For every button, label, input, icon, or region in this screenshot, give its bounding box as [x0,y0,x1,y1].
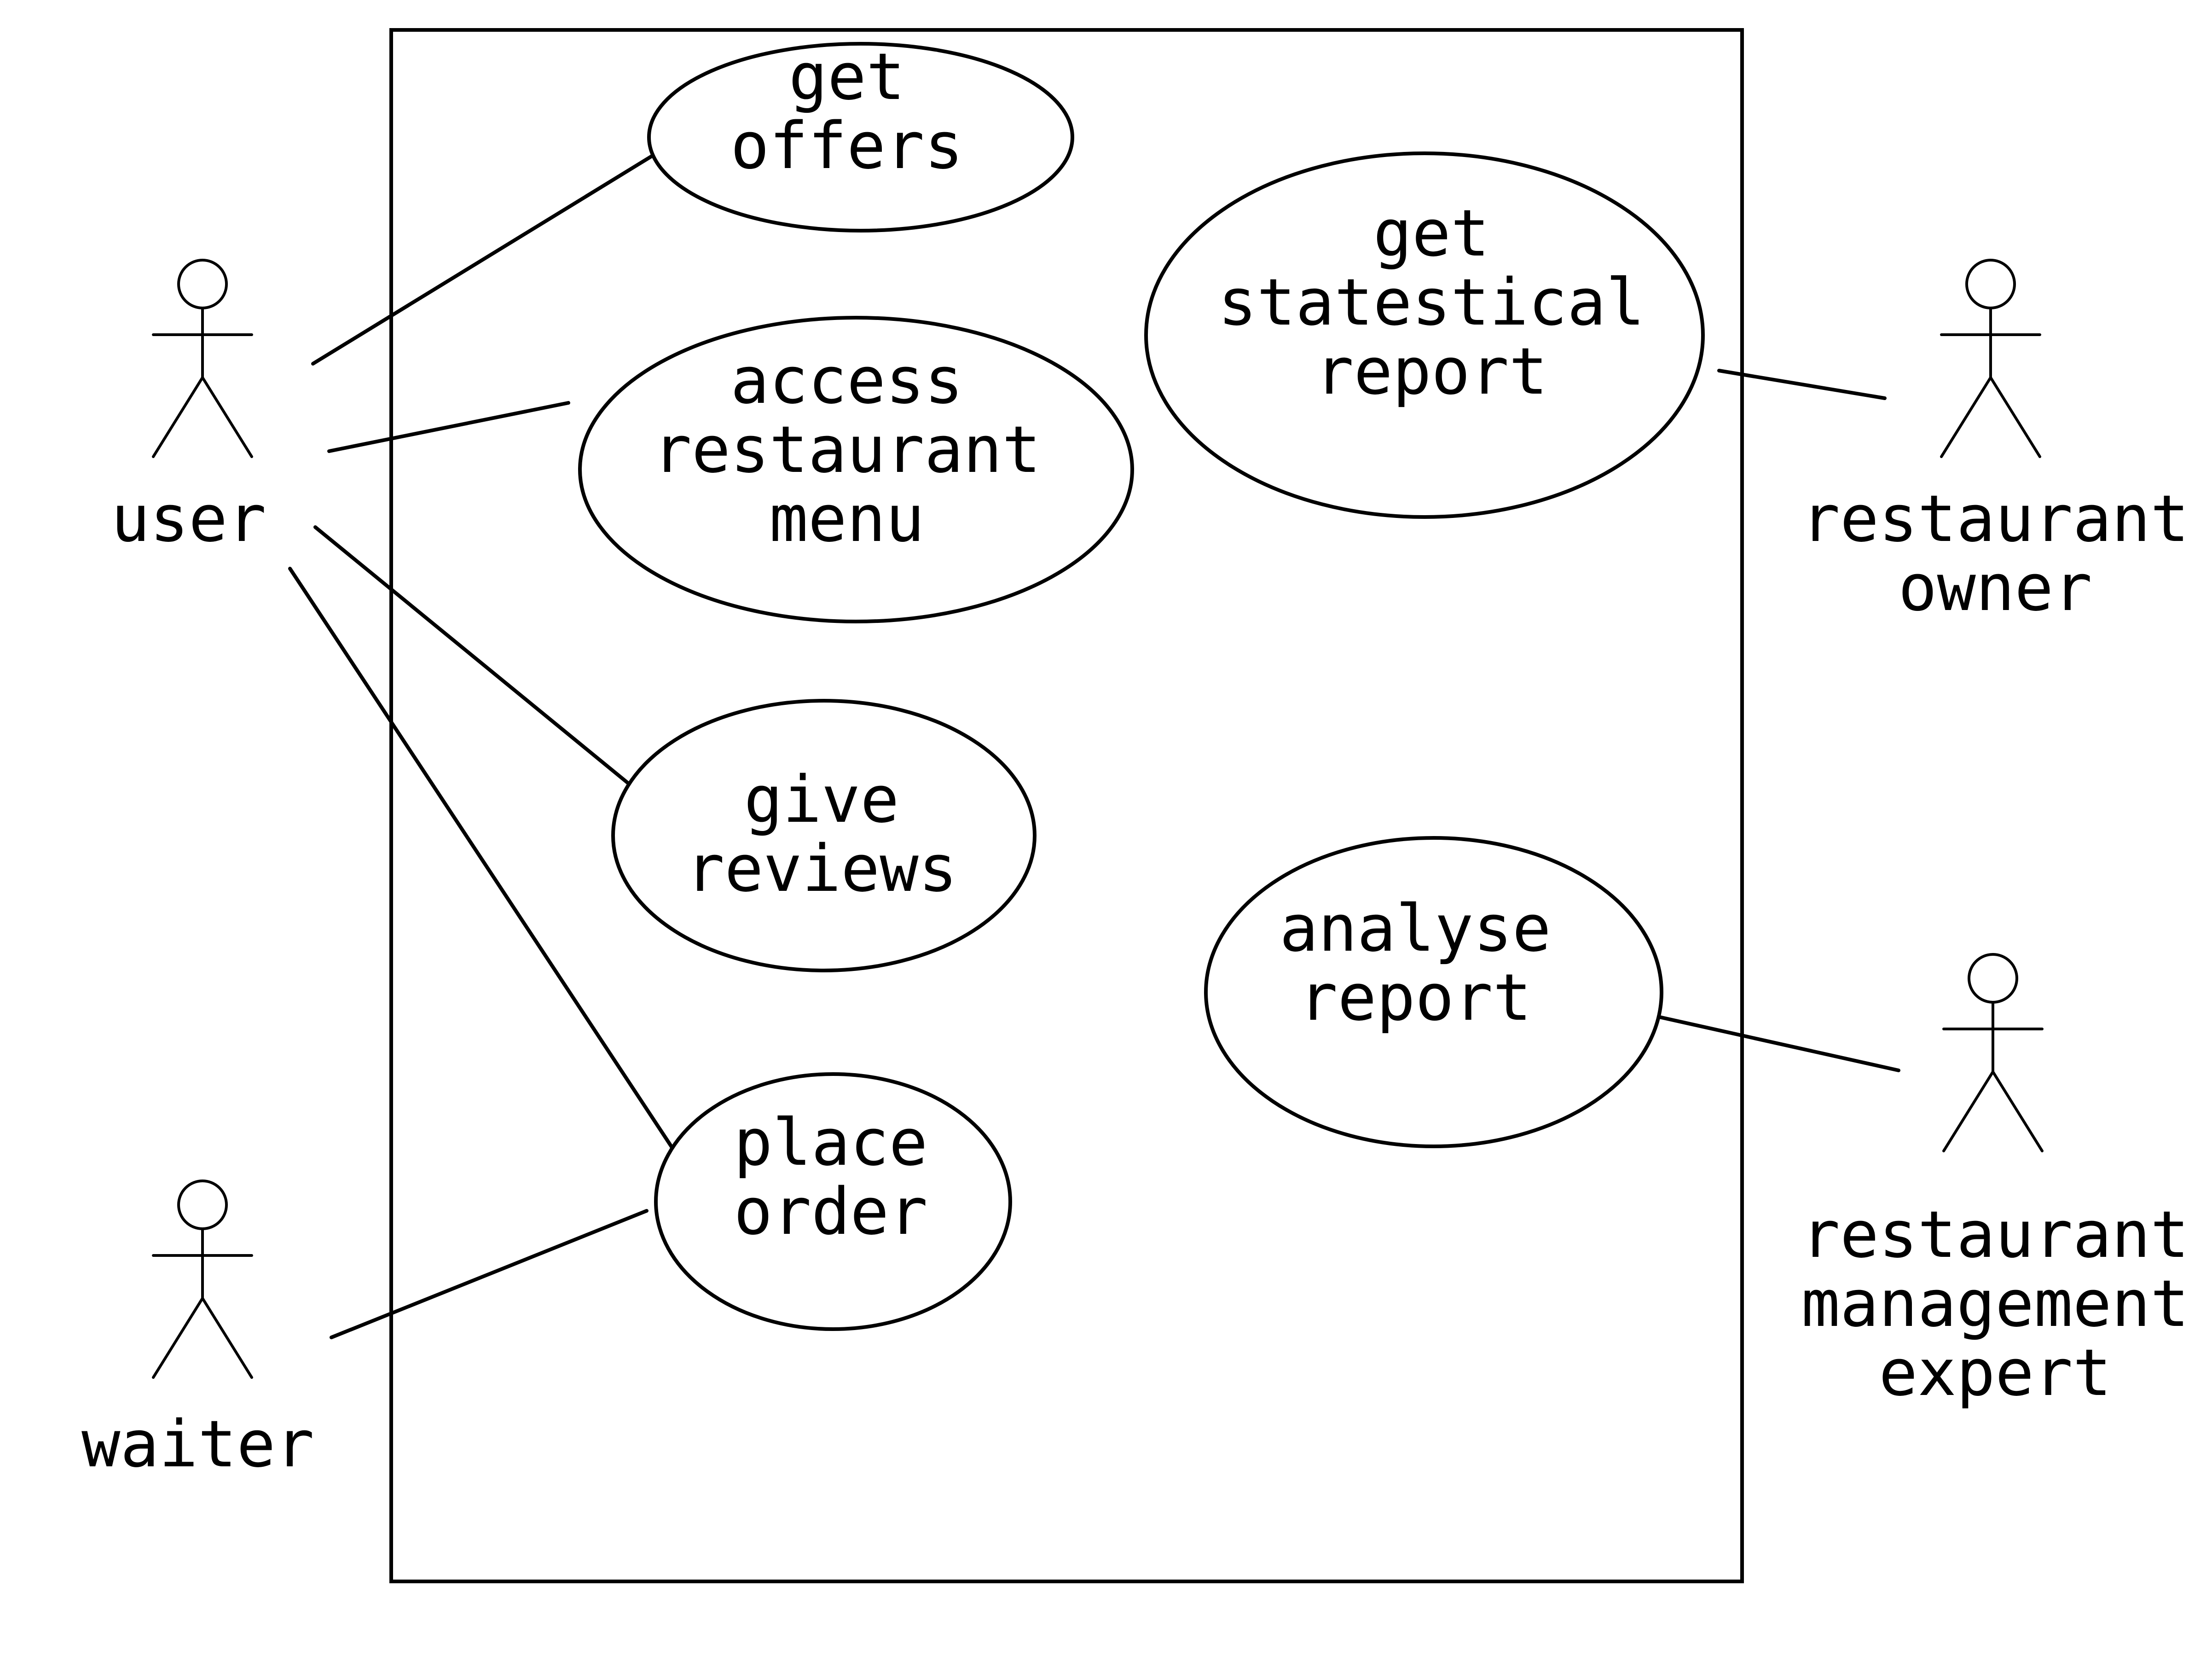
use-case-ellipse [578,316,1134,623]
use-case-place-order: place order [654,1072,1012,1331]
actor-label: restaurant [1801,1197,2189,1273]
use-case-label: restaurant [653,413,1041,488]
use-case-label: give [744,762,899,837]
use-case-label: menu [769,482,924,557]
association-user-get-offers [311,136,683,366]
use-case-label: offers [730,109,963,184]
actor-label: user [111,482,266,557]
actor-restaurant-management-expert: restaurant management expert [1801,953,2189,1411]
use-case-ellipse [1204,836,1663,1148]
system-boundary [389,28,1744,1583]
use-case-label: statestical [1218,265,1645,340]
use-case-label: get [789,40,905,115]
association-user-give-reviews [313,525,672,819]
use-case-label: get [1373,196,1490,271]
use-case-label: place [734,1105,927,1180]
use-case-ellipse [611,699,1037,972]
use-case-get-offers: get offers [647,40,1074,232]
actor-user: user [111,259,266,557]
stick-figure-icon [152,1180,253,1379]
use-case-ellipse [654,1072,1012,1331]
actor-waiter: waiter [81,1180,314,1482]
use-case-label: report [1299,960,1532,1035]
actor-label: owner [1898,551,2092,626]
use-case-get-statestical-report: get statestical report [1144,151,1705,519]
stick-figure-icon [152,259,253,458]
use-case-analyse-report: analyse report [1204,836,1663,1148]
use-case-label: access [730,343,963,418]
association-user-access-menu [327,401,570,453]
actor-label: expert [1879,1336,2112,1411]
use-case-ellipse [1144,151,1705,519]
actor-label: waiter [81,1407,314,1482]
actor-label: management [1801,1267,2189,1342]
association-waiter-place-order [330,1209,649,1339]
stick-figure-icon [1942,953,2044,1152]
use-case-label: analyse [1280,891,1551,966]
use-case-label: report [1315,334,1548,409]
association-user-place-order [288,567,681,1160]
stick-figure-icon [1940,259,2041,458]
use-case-access-restaurant-menu: access restaurant menu [578,316,1134,623]
actor-label: restaurant [1801,482,2189,557]
use-case-ellipse [647,42,1074,232]
actor-restaurant-owner: restaurant owner [1801,259,2189,626]
use-case-label: order [734,1174,927,1249]
use-case-label: reviews [686,831,957,906]
association-owner-stat-report [1717,369,1887,400]
associations [288,136,1900,1339]
use-case-give-reviews: give reviews [611,699,1037,972]
